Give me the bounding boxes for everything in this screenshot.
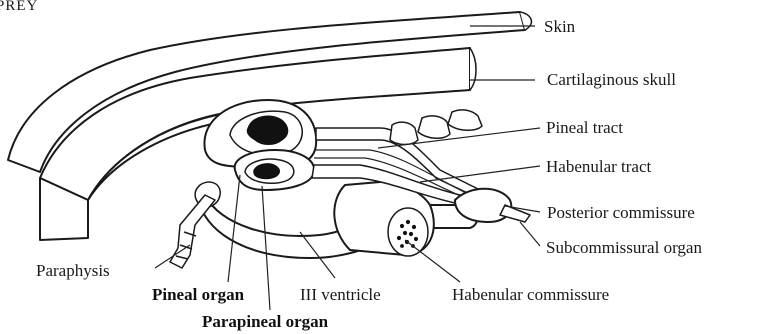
label-habenular-commissure: Habenular commissure (452, 285, 609, 304)
label-third-ventricle: III ventricle (300, 285, 381, 304)
label-subcommissural-organ: Subcommissural organ (546, 238, 702, 257)
label-skin: Skin (544, 17, 576, 36)
label-posterior-commissure: Posterior commissure (547, 203, 695, 222)
label-pineal-organ: Pineal organ (152, 285, 245, 304)
label-cartilaginous-skull: Cartilaginous skull (547, 70, 676, 89)
vascular-loops (390, 110, 482, 145)
label-paraphysis: Paraphysis (36, 261, 110, 280)
epithalamus (170, 100, 530, 268)
figure-heading: PREY (0, 0, 38, 14)
label-pineal-tract: Pineal tract (546, 118, 623, 137)
label-parapineal-organ: Parapineal organ (202, 312, 329, 331)
label-habenular-tract: Habenular tract (546, 157, 652, 176)
parapineal-pigment (254, 164, 280, 179)
